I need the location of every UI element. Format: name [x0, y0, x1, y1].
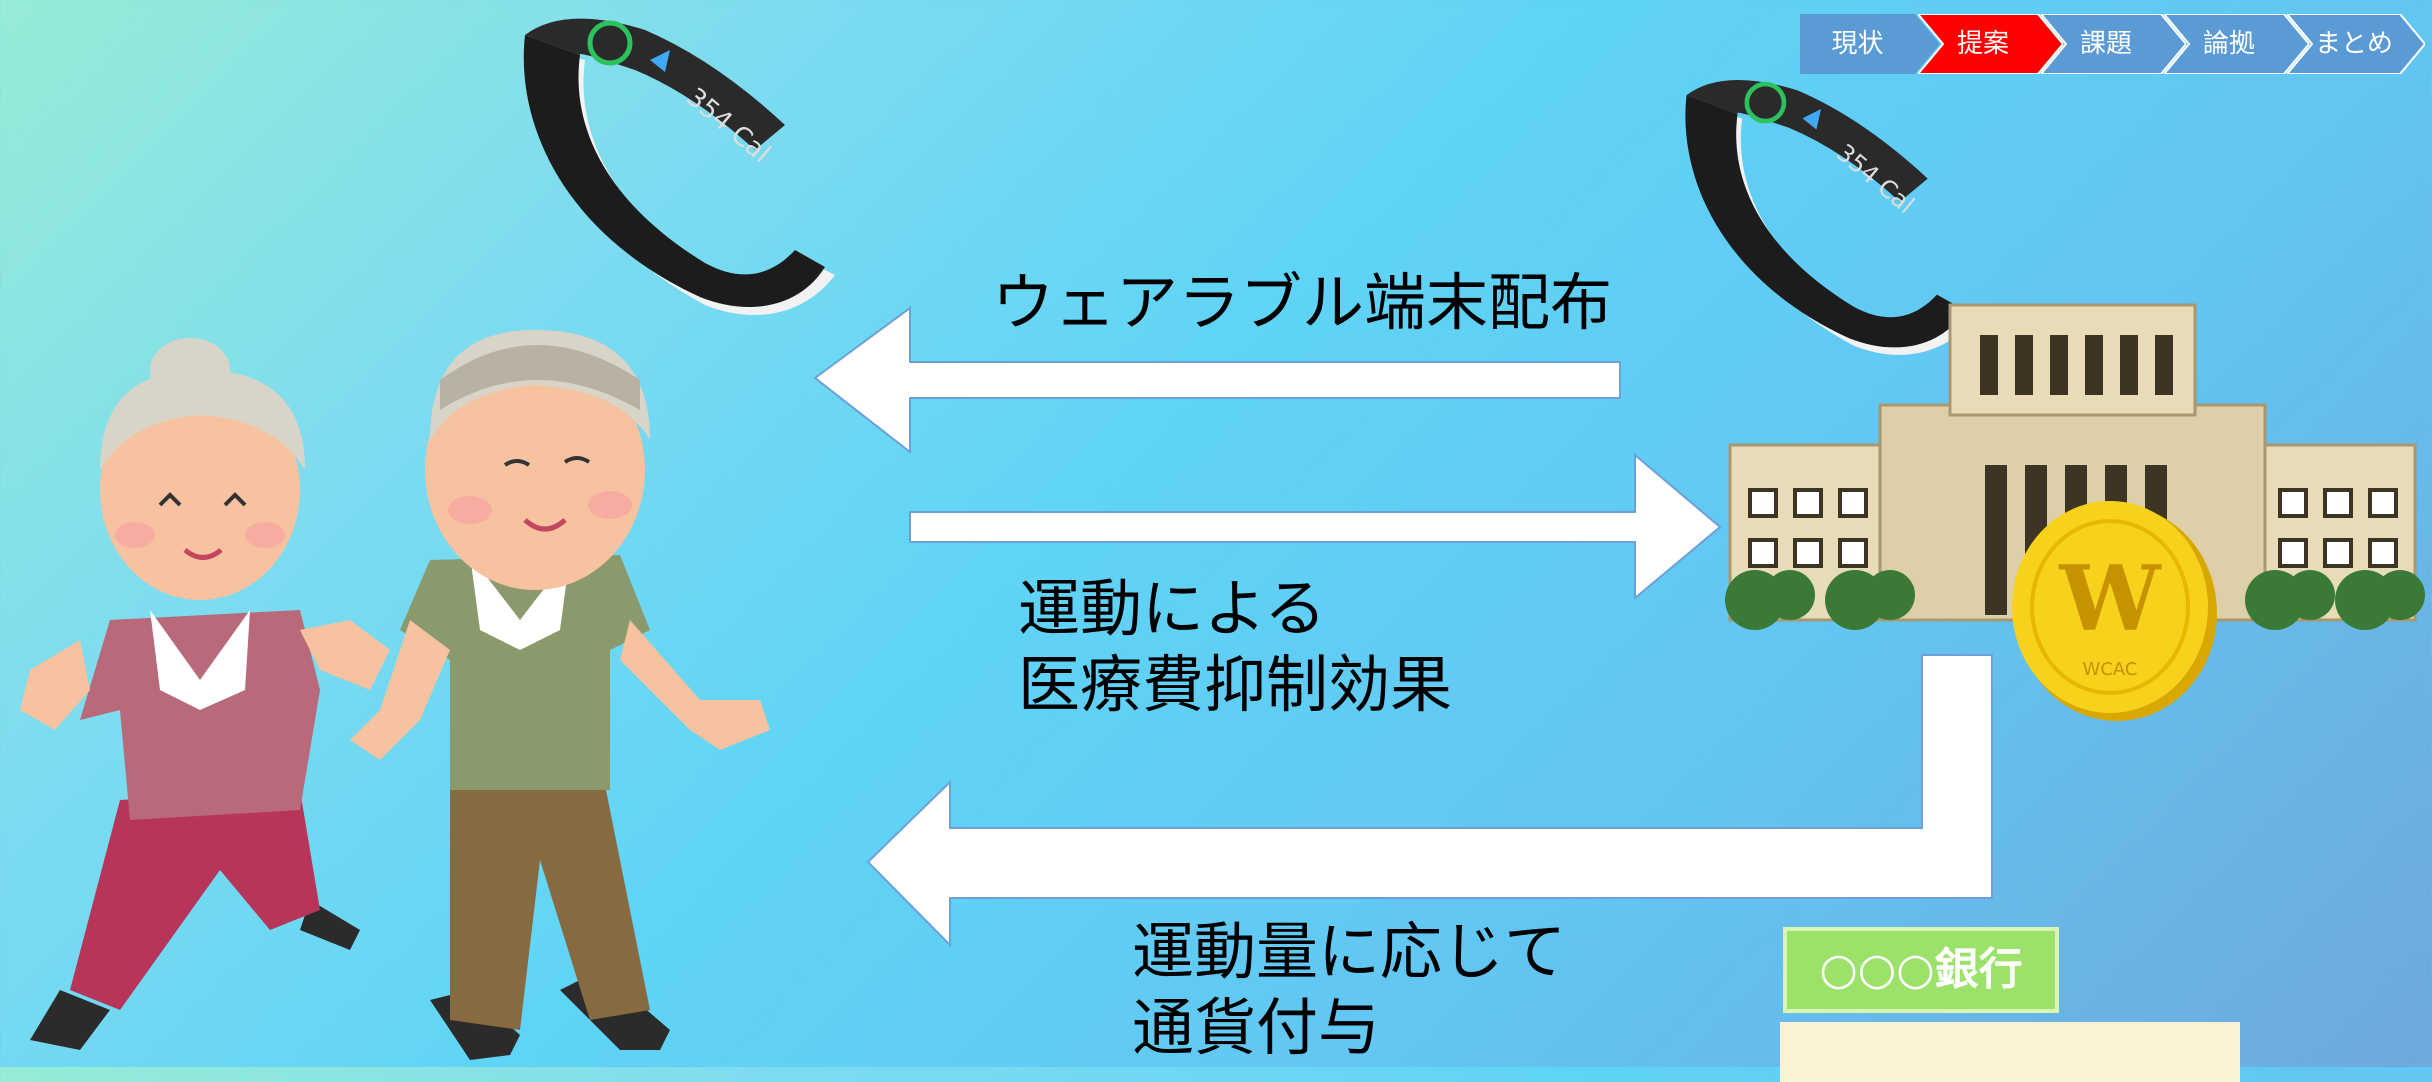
nav-step-proposal[interactable]: 提案: [1918, 14, 2063, 74]
wearable-band-icon: 354 Cal: [523, 18, 835, 315]
nav-step-rationale[interactable]: 論拠: [2164, 14, 2309, 74]
caption-exercise-effect-line1: 運動による: [1018, 572, 1327, 645]
coin-letter: W: [2058, 546, 2162, 652]
nav-step-label: 提案: [1956, 29, 2009, 59]
caption-exercise-effect-line2: 医療費抑制効果: [1018, 648, 1453, 721]
nav-step-label: 現状: [1831, 29, 1884, 59]
caption-currency-grant-line1: 運動量に応じて: [1132, 915, 1567, 988]
nav-step-label: 論拠: [2202, 29, 2255, 59]
elderly-joggers-illustration: [20, 330, 770, 1060]
nav-step-issues[interactable]: 課題: [2041, 14, 2186, 74]
nav-step-current-state[interactable]: 現状: [1800, 14, 1940, 74]
bank-building: [1780, 1022, 2240, 1082]
bank-sign: ○○○銀行: [1783, 927, 2059, 1013]
nav-step-label: まとめ: [2314, 29, 2393, 59]
coin-text: WCAC: [2083, 659, 2138, 680]
arrow-device-distribution: [813, 306, 1621, 455]
arrow-medical-cost-effect: [909, 452, 1722, 601]
wcac-coin-icon: W WCAC: [2012, 501, 2217, 721]
elderly-man-figure: [350, 330, 770, 1060]
caption-device-distribution: ウェアラブル端末配布: [992, 266, 1613, 339]
elderly-woman-figure: [20, 338, 390, 1050]
wearable-band-icon: 354 Cal: [1685, 79, 1975, 355]
nav-step-summary[interactable]: まとめ: [2287, 14, 2425, 74]
progress-breadcrumb: 現状 提案 課題 論拠 まとめ: [1800, 14, 2425, 74]
arrow-currency-grant: [866, 654, 1993, 948]
nav-step-label: 課題: [2079, 29, 2132, 59]
caption-currency-grant-line2: 通貨付与: [1132, 991, 1381, 1064]
